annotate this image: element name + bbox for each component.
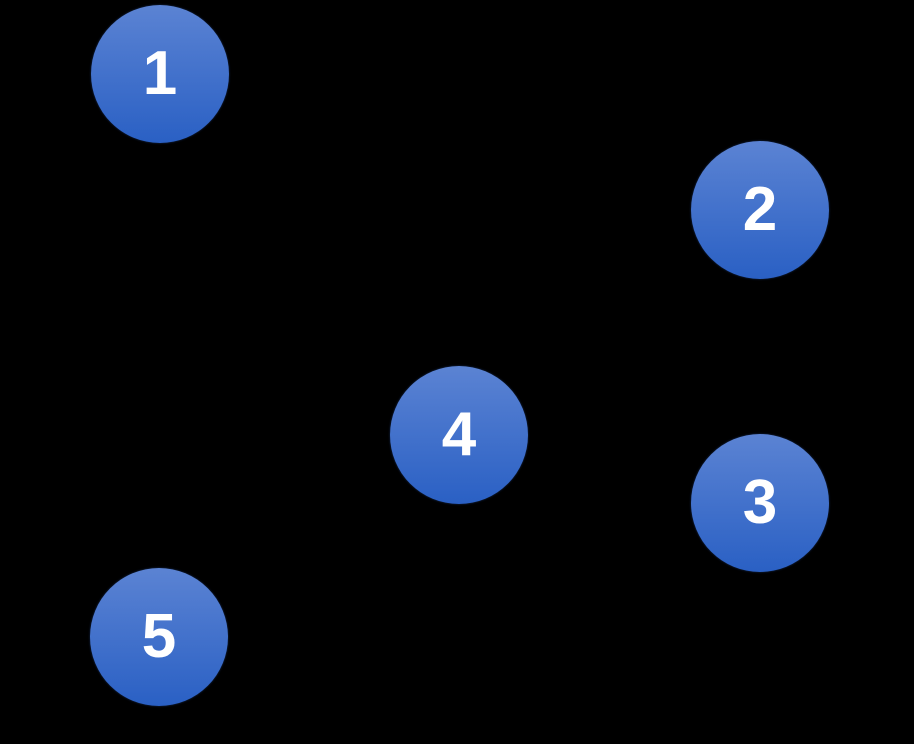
graph-node-label: 1 xyxy=(142,39,178,108)
graph-node-3[interactable]: 3 xyxy=(691,434,829,572)
graph-node-5[interactable]: 5 xyxy=(90,568,228,706)
graph-node-label: 2 xyxy=(742,175,778,244)
graph-node-2[interactable]: 2 xyxy=(691,141,829,279)
graph-node-1[interactable]: 1 xyxy=(91,5,229,143)
graph-node-label: 5 xyxy=(141,602,177,671)
graph-node-label: 4 xyxy=(441,400,477,469)
graph-node-label: 3 xyxy=(742,468,778,537)
graph-node-4[interactable]: 4 xyxy=(390,366,528,504)
